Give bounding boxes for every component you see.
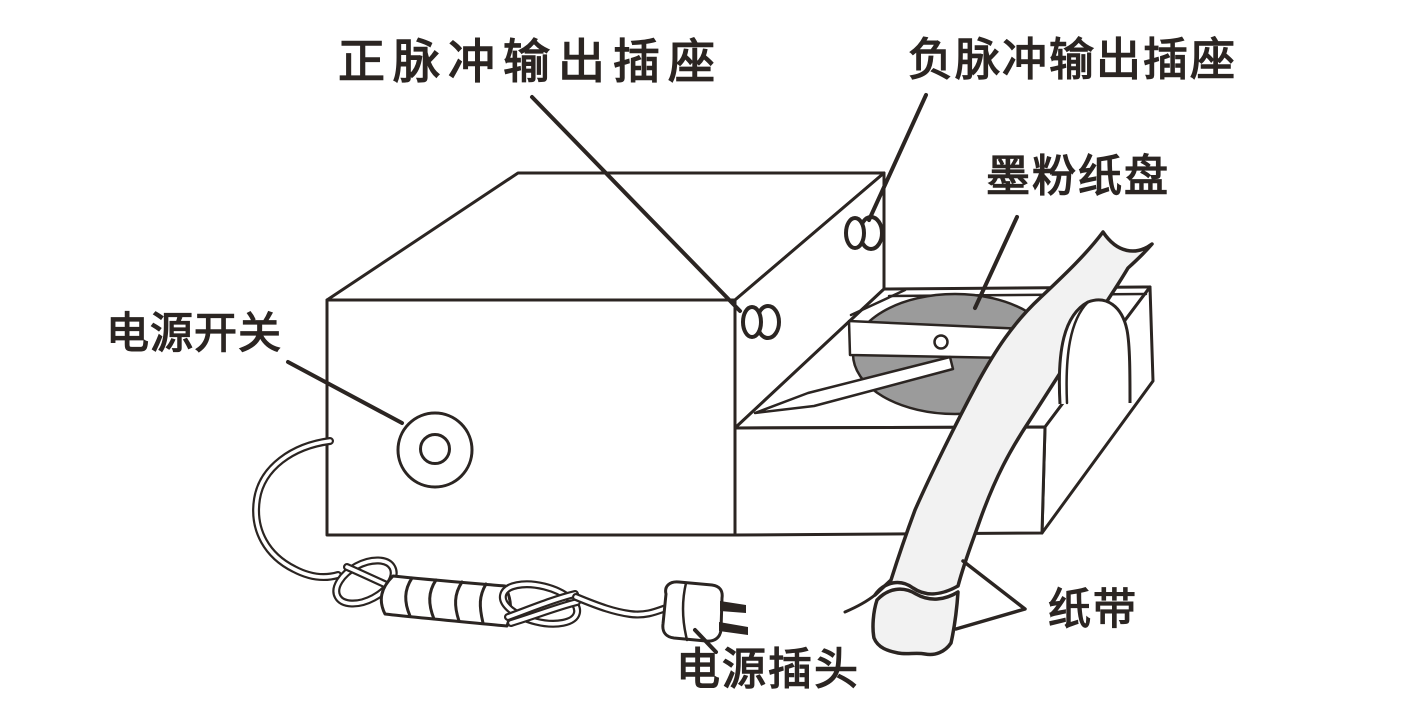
paper-tape [843,230,1154,657]
label-positive-pulse-socket: 正脉冲输出插座 [338,37,723,89]
positive-pulse-socket[interactable] [741,304,781,340]
disc-bracket-line [849,288,907,317]
annotation-lines [286,93,1027,654]
power-cord [252,437,748,643]
label-toner-paper-disc: 墨粉纸盘 [986,152,1170,201]
plug-prong-bottom [719,622,748,635]
label-negative-pulse-socket: 负脉冲输出插座 [908,35,1238,85]
tape-tear-flap [843,593,877,614]
cord-right-loop [498,580,582,628]
timer-main-box [325,171,886,537]
cord-left-loop [332,556,398,608]
arm-pivot-pin [933,334,949,350]
label-paper-tape: 纸带 [1048,587,1138,634]
leader-power-plug [693,628,718,654]
tape-guide-roller [1057,298,1132,405]
power-plug [661,580,748,643]
label-power-plug: 电源插头 [676,645,860,694]
leader-negative-pulse-socket [867,93,928,222]
negative-pulse-socket[interactable] [844,215,884,251]
power-switch-knob[interactable] [396,411,474,489]
leader-toner-paper-disc [973,215,1019,310]
arrow-paper-tape [954,559,1027,631]
spark-pen-lever [753,355,955,415]
leader-positive-pulse-socket [530,95,742,313]
plug-prong-top [720,601,746,613]
paper-tape-lower [871,587,960,657]
leader-power-switch [286,360,404,425]
label-power-switch: 电源开关 [106,311,282,358]
cord-wrap-bundle [379,574,512,628]
